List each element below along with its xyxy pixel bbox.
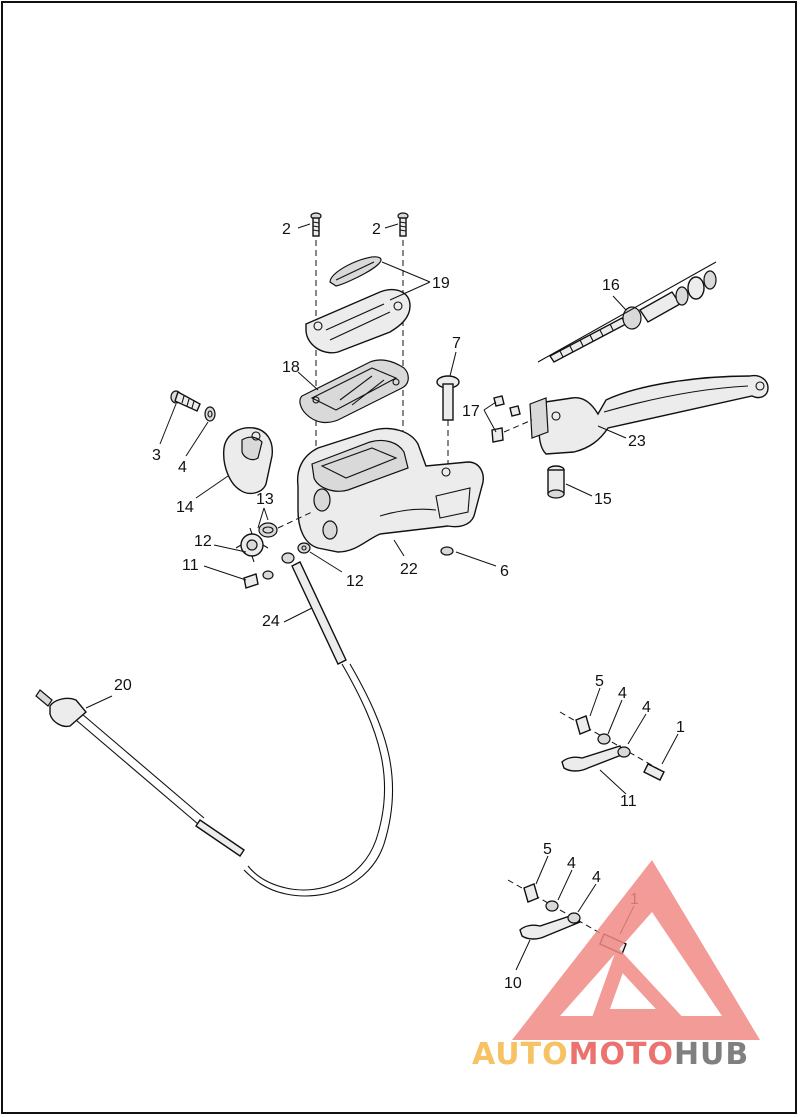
watermark-hub: HUB: [674, 1037, 749, 1072]
callout-14: 13: [256, 491, 274, 508]
callout-21: 20: [114, 677, 132, 694]
watermark-logo: AUTOMOTOHUB: [472, 860, 760, 1072]
bracket-11-assembly: [559, 711, 665, 781]
diaphragm-part: [329, 256, 382, 287]
clutch-cable-part: [35, 552, 394, 897]
cover-screw-right: [397, 212, 409, 237]
clamp-bolt-part: [170, 390, 201, 412]
watermark-moto: MOTO: [569, 1037, 674, 1072]
callout-5-upper-a: 4: [618, 685, 627, 702]
callout-2-right: 2: [372, 221, 381, 238]
banjo-fitting-part: [235, 527, 269, 563]
leader-lines: [85, 223, 679, 971]
pivot-pin-part: [436, 375, 460, 470]
interlock-switch-part: [491, 395, 533, 443]
callout-13-left: 12: [194, 533, 212, 550]
callout-22: 22: [400, 561, 418, 578]
clutch-lever-part: [529, 374, 769, 455]
cover-screw-left: [310, 212, 322, 237]
callout-12: 11: [182, 557, 199, 574]
oring-seal-part: [258, 511, 313, 538]
watermark-text: AUTOMOTOHUB: [472, 1037, 749, 1072]
bleeder-bolt-part: [243, 570, 274, 589]
pivot-bushing-part: [547, 465, 565, 499]
watermark-auto: AUTO: [472, 1037, 569, 1072]
callout-18: 17: [462, 403, 480, 420]
washer-13-part: [297, 542, 311, 554]
callout-11: 11: [620, 793, 637, 810]
callout-23: 23: [628, 433, 646, 450]
callout-19: 18: [282, 359, 300, 376]
callout-5-upper-b: 4: [642, 699, 651, 716]
callout-24: 24: [262, 613, 280, 630]
callout-5-lower-b: 4: [592, 869, 601, 886]
clamp-washer-part: [204, 406, 216, 422]
callout-13-right: 12: [346, 573, 364, 590]
callout-3: 3: [152, 447, 161, 464]
callout-6-upper: 5: [595, 673, 604, 690]
callout-20: 19: [432, 275, 450, 292]
callout-labels: 2 2 19 18 7 16 17 23 15 3 4 14 13 12 11 …: [114, 221, 685, 992]
reservoir-cover-part: [305, 288, 411, 354]
gasket-part: [299, 359, 409, 424]
handlebar-clamp-part: [223, 427, 273, 495]
callout-9: 7: [452, 335, 461, 352]
callout-7: 6: [500, 563, 509, 580]
callout-6-lower: 5: [543, 841, 552, 858]
callout-10: 10: [504, 975, 522, 992]
callout-15: 14: [176, 499, 194, 516]
callout-16: 15: [594, 491, 612, 508]
master-cylinder-body-part: [296, 427, 484, 553]
callout-1-upper: 1: [676, 719, 685, 736]
adjuster-assembly-part: [537, 261, 717, 363]
watermark-triangle: [512, 860, 760, 1040]
retaining-ring-part: [440, 546, 454, 556]
callout-4: 4: [178, 459, 187, 476]
callout-5-lower-a: 4: [567, 855, 576, 872]
callout-17: 16: [602, 277, 620, 294]
callout-2-left: 2: [282, 221, 291, 238]
